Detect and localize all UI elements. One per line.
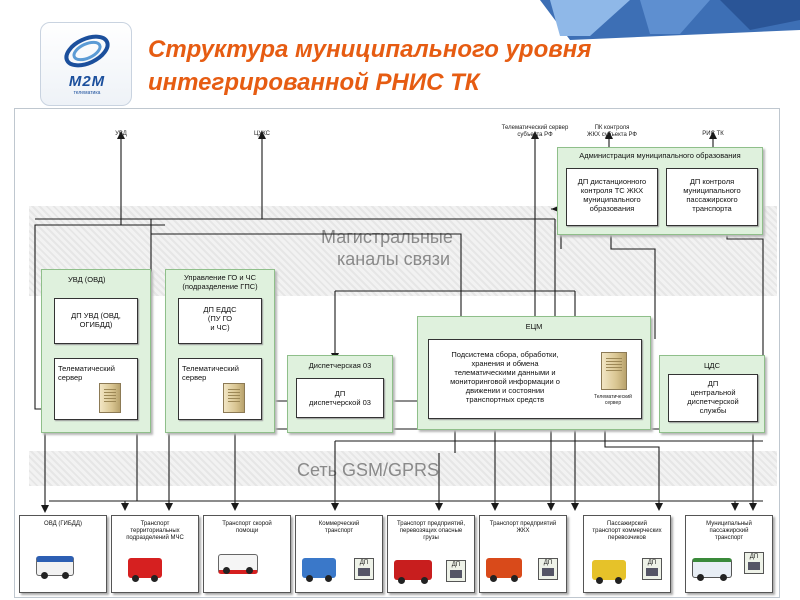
bus-icon bbox=[692, 558, 732, 581]
logo-text: M2M bbox=[68, 73, 106, 90]
vehicle-label-ovd: ОВД (ГИБДД) bbox=[44, 521, 82, 527]
external-cuks-label: ЦУКС bbox=[253, 131, 270, 137]
cds-title: ЦДС bbox=[703, 361, 721, 370]
header-decoration-icon bbox=[540, 0, 800, 40]
ambulance-icon bbox=[218, 554, 258, 574]
dp-terminal-icon: ДП bbox=[642, 558, 662, 580]
dp-terminal-icon: ДП bbox=[538, 558, 558, 580]
external-rnis-label: РИС ТК bbox=[702, 131, 724, 137]
vehicle-label-hazardous: Транспорт предприятий,перевозящих опасны… bbox=[396, 521, 466, 541]
go-chs-group: Управление ГО и ЧС(подразделение ГПС) ДП… bbox=[165, 269, 275, 433]
page-title-line-2: интегрированной РНИС ТК bbox=[148, 69, 480, 96]
trunk-band-label-1: Магистральные bbox=[321, 227, 453, 247]
uvd-group: УВД (ОВД) ДП УВД (ОВД,ОГИБДД) Телематиче… bbox=[41, 269, 151, 433]
admin-group: Администрация муниципального образования… bbox=[557, 147, 763, 235]
go-server-icon bbox=[223, 383, 245, 413]
logo-rings-icon bbox=[64, 34, 110, 68]
go-chs-title: Управление ГО и ЧС(подразделение ГПС) bbox=[182, 273, 258, 291]
admin-title: Администрация муниципального образования bbox=[579, 151, 741, 160]
vehicle-box-hazardous: Транспорт предприятий,перевозящих опасны… bbox=[387, 515, 475, 593]
tanker-truck-icon bbox=[394, 560, 432, 584]
vehicle-box-ovd: ОВД (ГИБДД) bbox=[19, 515, 107, 593]
ecm-subsystem-box: Подсистема сбора, обработки,хранения и о… bbox=[428, 339, 642, 419]
police-car-icon bbox=[36, 556, 74, 579]
external-uvd-label: УВД bbox=[115, 131, 127, 137]
delivery-van-icon bbox=[302, 558, 336, 582]
trunk-band-label-2: каналы связи bbox=[337, 249, 451, 269]
ecm-group: ЕЦМ Подсистема сбора, обработки,хранения… bbox=[417, 316, 651, 430]
dp-uvd-box: ДП УВД (ОВД,ОГИБДД) bbox=[54, 298, 138, 344]
ecm-server-icon bbox=[601, 352, 627, 390]
uvd-title: УВД (ОВД) bbox=[68, 275, 106, 284]
page-title-line-1: Структура муниципального уровня bbox=[148, 36, 592, 63]
dp-terminal-icon: ДП bbox=[446, 560, 466, 582]
uvd-server-icon bbox=[99, 383, 121, 413]
dispatch-03-title: Диспетчерская 03 bbox=[308, 361, 372, 370]
utility-truck-icon bbox=[486, 558, 522, 582]
company-logo: M2M телематика bbox=[40, 22, 132, 106]
dp-terminal-icon: ДП bbox=[354, 558, 374, 580]
structure-diagram: Магистральные каналы связи Сеть GSM/GPRS bbox=[14, 108, 780, 598]
gsm-network-band bbox=[29, 451, 777, 486]
dp-terminal-icon: ДП bbox=[744, 552, 764, 574]
fire-truck-icon bbox=[128, 558, 162, 582]
logo-subtext: телематика bbox=[73, 90, 101, 96]
ecm-subsystem-label: Подсистема сбора, обработки,хранения и о… bbox=[450, 350, 560, 404]
minibus-icon bbox=[592, 560, 626, 584]
ecm-title: ЕЦМ bbox=[525, 322, 543, 331]
gsm-band-label: Сеть GSM/GPRS bbox=[297, 460, 440, 480]
dp-uvd-label: ДП УВД (ОВД,ОГИБДД) bbox=[71, 311, 121, 329]
